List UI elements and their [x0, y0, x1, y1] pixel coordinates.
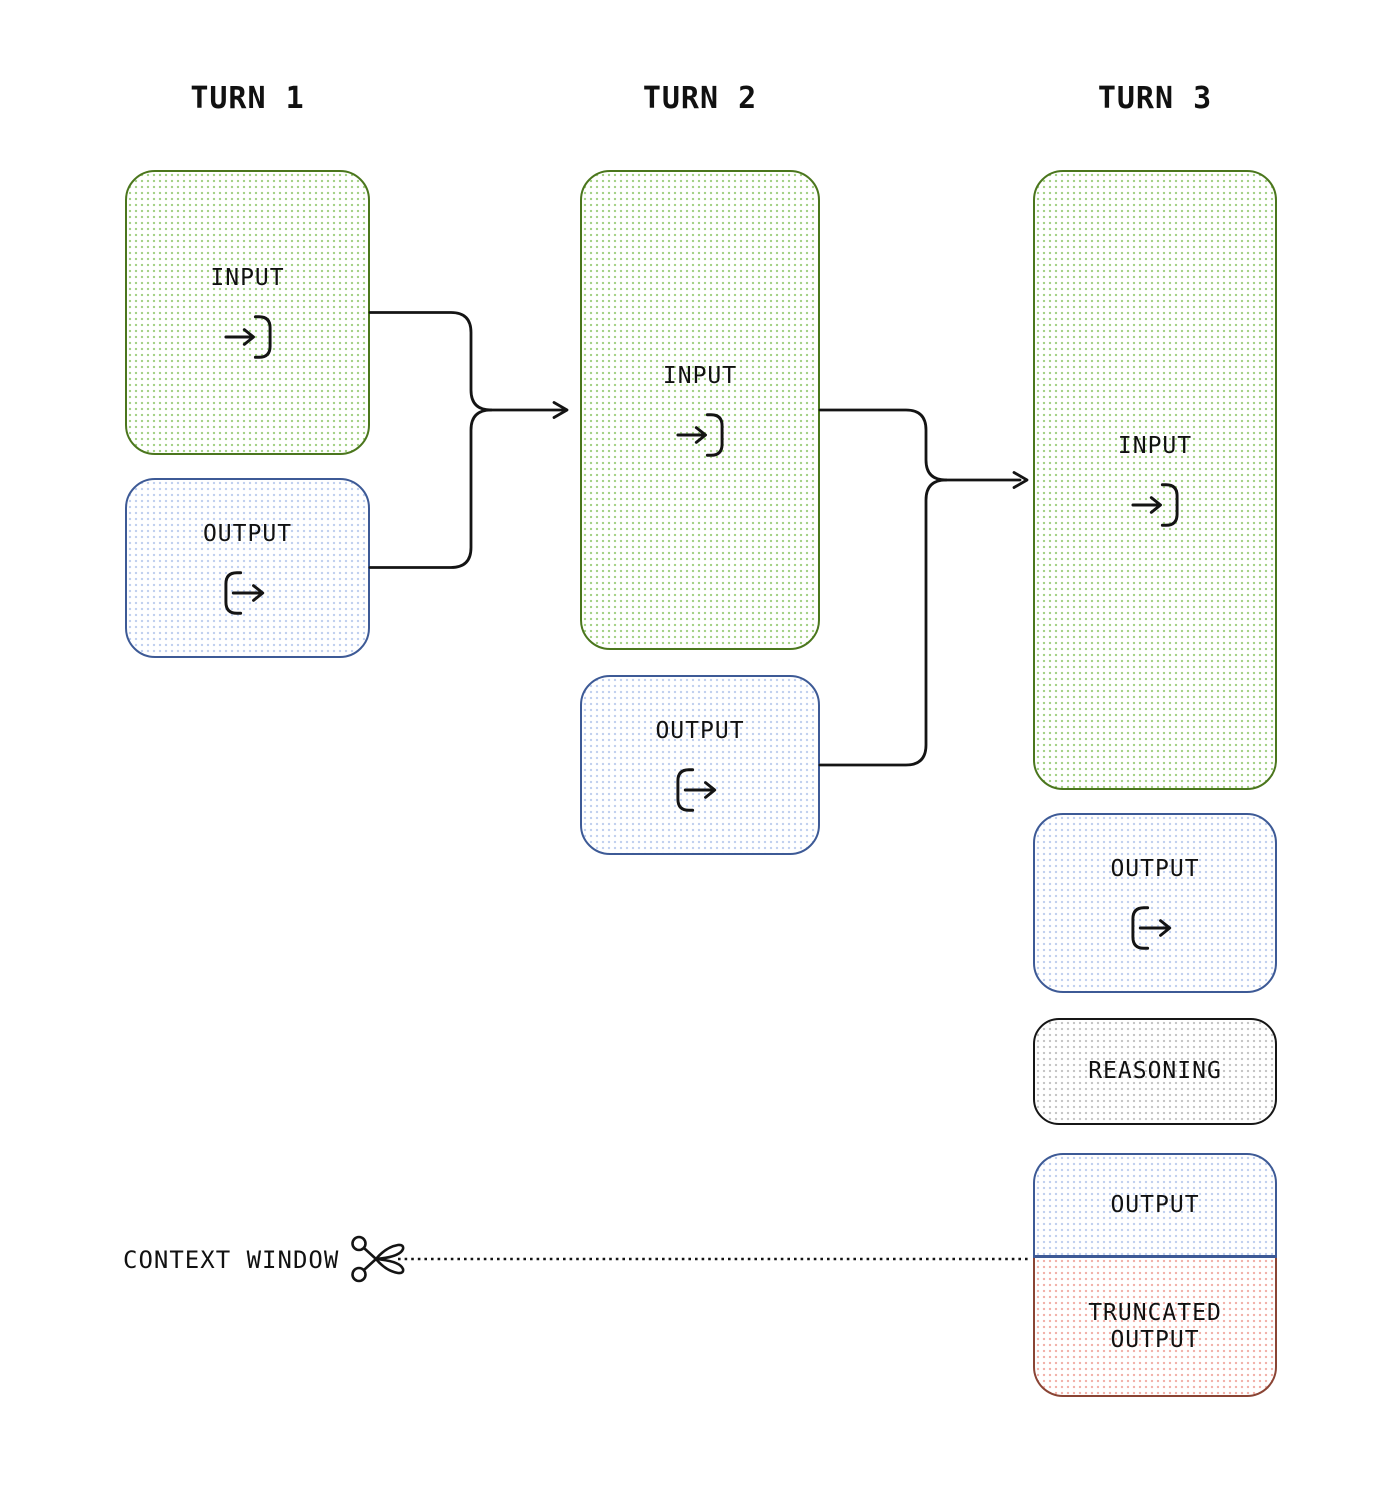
turn-2-output-label: OUTPUT: [655, 717, 745, 744]
turn-2-output-box: OUTPUT: [580, 675, 820, 855]
arrow-out-of-bracket-icon: [223, 570, 264, 615]
turn-3-output-box: OUTPUT: [1033, 813, 1277, 993]
turn-1-input-box: INPUT: [125, 170, 370, 455]
arrowhead-icon: [1012, 471, 1029, 489]
turn-3-final-output-label: OUTPUT: [1110, 1191, 1200, 1218]
turn-1-title: TURN 1: [190, 80, 305, 116]
turn-1-output-box: OUTPUT: [125, 478, 370, 658]
turn-2-title: TURN 2: [642, 80, 758, 116]
arrowhead-icon: [552, 401, 569, 419]
turn-3-truncated-output-label: TRUNCATED OUTPUT: [1088, 1299, 1222, 1353]
merge-arrow-turn1-to-turn2: [368, 311, 569, 569]
arrow-out-of-bracket-icon: [676, 767, 717, 812]
turn-3-final-output-kept: OUTPUT: [1033, 1153, 1277, 1258]
turn-3-input-label: INPUT: [1117, 432, 1193, 459]
turn-1-output-label: OUTPUT: [202, 520, 293, 547]
scissors-icon: [351, 1235, 405, 1283]
turn-2-input-label: INPUT: [662, 362, 738, 389]
turn-3-reasoning-label: REASONING: [1088, 1058, 1222, 1084]
turn-3-truncated-output: TRUNCATED OUTPUT: [1033, 1258, 1277, 1397]
turn-3-output-label: OUTPUT: [1110, 855, 1200, 882]
context-window-label: CONTEXT WINDOW: [123, 1246, 340, 1274]
arrow-into-bracket-icon: [676, 412, 724, 457]
arrow-out-of-bracket-icon: [1131, 905, 1172, 950]
turn-2-input-box: INPUT: [580, 170, 820, 650]
turn-3-title: TURN 3: [1097, 80, 1213, 116]
arrow-into-bracket-icon: [223, 315, 272, 359]
turn-3-final-output-box: OUTPUT TRUNCATED OUTPUT: [1033, 1153, 1277, 1397]
turn-3-reasoning-box: REASONING: [1033, 1018, 1277, 1125]
merge-arrow-turn2-to-turn3: [818, 408, 1029, 767]
turn-3-input-box: INPUT: [1033, 170, 1277, 790]
turn-1-input-label: INPUT: [210, 265, 285, 291]
arrow-into-bracket-icon: [1131, 482, 1179, 527]
